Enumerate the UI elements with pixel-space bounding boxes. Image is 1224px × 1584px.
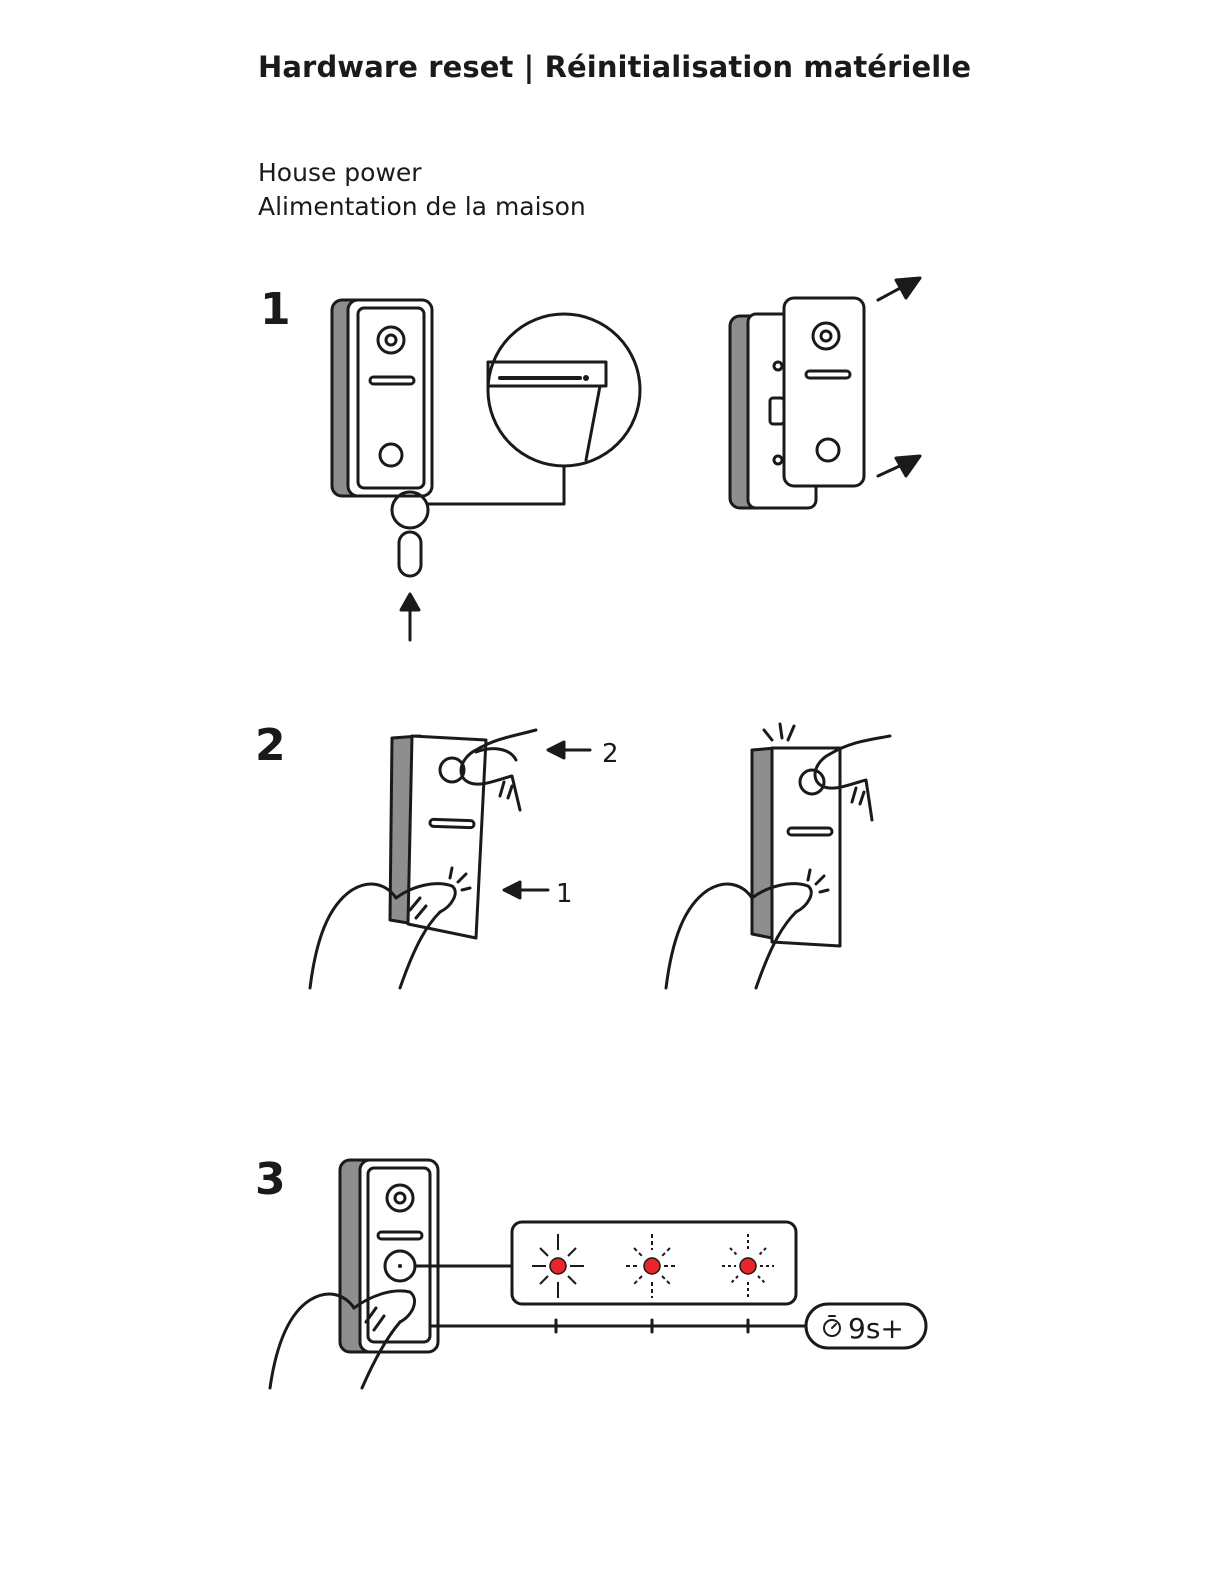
page-title: Hardware reset | Réinitialisation matéri…	[258, 50, 971, 84]
doorbell-icon	[390, 736, 486, 938]
step-2-illustration: 2 1	[300, 710, 920, 1000]
arrow-icon	[504, 882, 548, 898]
doorbell-icon	[752, 748, 840, 946]
step-3-illustration: 9s+	[260, 1150, 960, 1400]
step-number-1: 1	[260, 288, 291, 332]
timer-label: 9s+	[848, 1312, 904, 1345]
doorbell-icon	[340, 1160, 438, 1352]
subtitle-english: House power	[258, 158, 422, 187]
doorbell-icon	[730, 298, 864, 508]
arrow-icon	[548, 742, 590, 758]
arrow-icon	[878, 278, 920, 300]
subtitle-french: Alimentation de la maison	[258, 192, 586, 221]
arrow-icon	[878, 456, 920, 476]
step-1-illustration	[300, 270, 960, 670]
arrow-label-2: 2	[602, 739, 619, 769]
arrow-label-1: 1	[556, 879, 573, 909]
step-number-2: 2	[255, 724, 286, 768]
magnifier-icon	[488, 314, 640, 466]
arrow-icon	[401, 594, 419, 640]
doorbell-icon	[332, 300, 432, 496]
